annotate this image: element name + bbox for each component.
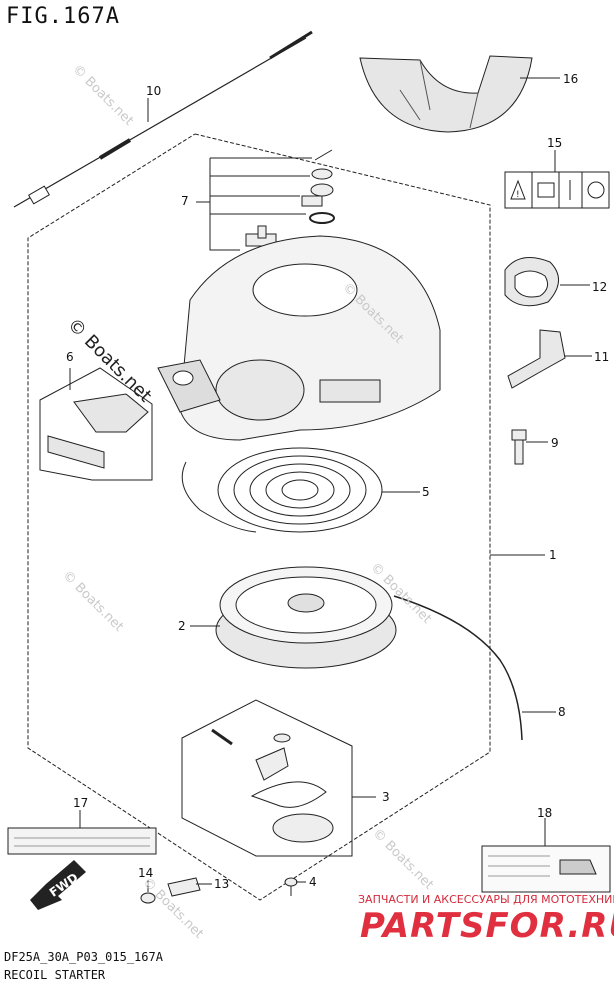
bracket-7	[209, 158, 240, 251]
figure-title: FIG.167A	[6, 4, 120, 29]
callout-2: 2	[178, 619, 186, 633]
part-9-bolt	[511, 429, 527, 465]
part-7-parts	[245, 149, 335, 247]
part-5-spring	[181, 447, 383, 533]
svg-text:!: !	[516, 190, 520, 200]
part-13-clip	[167, 877, 201, 897]
part-6-box	[39, 367, 153, 481]
part-8-rope	[393, 595, 523, 741]
leader-lines	[69, 77, 592, 892]
callout-13: 13	[214, 877, 230, 891]
part-3-box	[181, 699, 353, 857]
part-10-cable	[13, 30, 313, 208]
brand-logo: PARTSFOR.RU	[360, 906, 614, 946]
brand-subtitle: ЗАПЧАСТИ И АКСЕССУАРЫ ДЛЯ МОТОТЕХНИКИ	[358, 893, 614, 906]
part-12-holder	[504, 257, 559, 307]
part-14-screw	[140, 892, 156, 904]
callout-7: 7	[181, 194, 189, 208]
drawing-name: RECOIL STARTER	[4, 968, 106, 982]
part-6-handle	[47, 393, 149, 469]
part-4-screw	[284, 877, 298, 896]
callout-12: 12	[592, 280, 608, 294]
part-15-label: !	[504, 171, 610, 209]
callout-9: 9	[551, 436, 559, 450]
part-11-handle	[507, 329, 566, 389]
callout-5: 5	[422, 485, 430, 499]
callout-1: 1	[549, 548, 557, 562]
part-16-decal	[359, 55, 533, 133]
callout-4: 4	[309, 875, 317, 889]
drawing-code: DF25A_30A_P03_015_167A	[4, 950, 163, 964]
callout-16: 16	[563, 72, 579, 86]
callout-6: 6	[66, 350, 74, 364]
callout-18: 18	[537, 806, 553, 820]
callout-11: 11	[594, 350, 610, 364]
part-2-reel	[215, 566, 397, 669]
callout-17: 17	[73, 796, 89, 810]
callout-3: 3	[382, 790, 390, 804]
callout-15: 15	[547, 136, 563, 150]
callout-8: 8	[558, 705, 566, 719]
callout-10: 10	[146, 84, 162, 98]
part-17-label	[7, 827, 157, 855]
part-3-parts	[211, 728, 334, 843]
fwd-arrow	[30, 860, 86, 910]
starter-housing	[157, 235, 441, 441]
assembly-outline	[27, 133, 491, 901]
callout-14: 14	[138, 866, 154, 880]
